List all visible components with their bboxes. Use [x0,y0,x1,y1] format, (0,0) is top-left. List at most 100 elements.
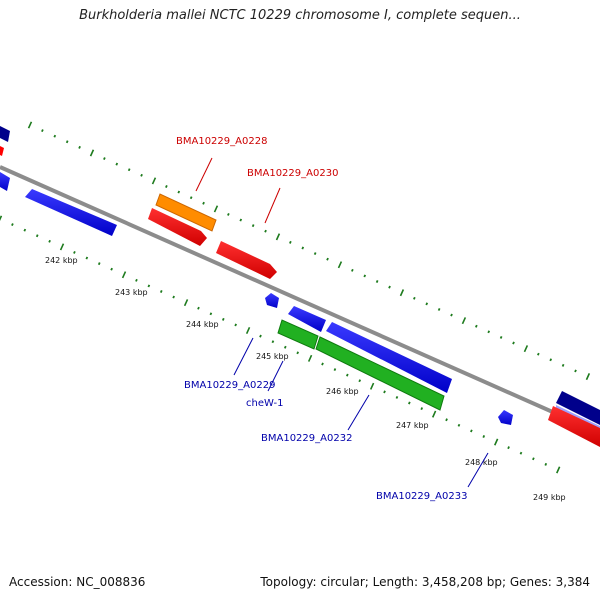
forward-cds-feature[interactable] [548,406,600,447]
reverse-cds-feature[interactable] [25,189,117,236]
tick-mark [65,140,69,144]
tick-mark [499,335,503,339]
tick-mark [159,290,163,293]
gene-feature[interactable] [277,319,319,350]
forward-cds-feature[interactable] [0,146,4,156]
genome-summary-text: Topology: circular; Length: 3,458,208 bp… [260,575,590,589]
reverse-cds-feature[interactable] [498,410,513,425]
tick-mark [59,243,65,251]
gene-label[interactable]: BMA10229_A0233 [376,491,467,502]
tick-mark [321,362,324,366]
tick-label: 242 kbp [45,256,78,265]
gene-label[interactable]: BMA10229_A0232 [261,433,352,444]
tick-mark [346,373,349,377]
tick-mark [275,233,281,241]
tick-mark [73,250,76,254]
rna-feature[interactable] [155,193,217,232]
reverse-cds-feature[interactable] [326,322,452,393]
tick-mark [544,462,548,466]
tick-mark [507,446,510,450]
reverse-cds-feature[interactable] [288,306,326,332]
tick-mark [337,261,343,269]
forward-cds-feature[interactable] [216,241,277,279]
tick-mark [470,429,473,433]
label-leader-line [195,157,213,192]
tick-mark [227,212,230,216]
tick-mark [35,234,39,238]
tick-mark [351,268,354,272]
tick-mark [457,423,461,427]
label-leader-line [467,452,489,488]
tick-label: 244 kbp [186,320,219,329]
forward-cds-feature[interactable] [148,208,207,246]
tick-mark [333,368,337,372]
tick-mark [259,334,262,338]
tick-mark [363,274,367,278]
tick-mark [202,201,205,205]
tick-mark [189,196,193,200]
gene-label[interactable]: BMA10229_A0229 [184,380,275,391]
tick-label: 247 kbp [396,421,429,430]
tick-mark [383,390,386,394]
tick-mark [431,410,437,418]
tick-mark [213,205,219,213]
tick-mark [183,299,189,307]
tick-mark [197,306,200,310]
tick-mark [27,121,33,129]
tick-mark [561,363,565,367]
tick-mark [296,351,300,355]
tick-mark [245,327,251,335]
reverse-cds-feature[interactable] [0,126,10,142]
gene-label[interactable]: BMA10229_A0228 [176,136,267,147]
tick-mark [461,317,467,325]
label-leader-line [267,360,284,392]
reverse-cds-feature[interactable] [0,172,10,191]
tick-mark [450,313,453,317]
gene-label[interactable]: cheW-1 [246,398,283,409]
tick-mark [475,324,478,328]
reverse-cds-feature[interactable] [556,391,600,425]
tick-mark [369,382,375,390]
gene-label[interactable]: BMA10229_A0230 [247,168,338,179]
tick-mark [487,330,491,334]
tick-mark [209,312,213,316]
tick-mark [413,296,416,300]
tick-mark [358,379,362,383]
tick-mark [234,323,237,327]
gene-feature[interactable] [315,336,445,411]
tick-mark [264,229,267,233]
tick-mark [301,246,305,250]
tick-mark [23,228,27,232]
tick-mark [172,295,175,299]
label-leader-line [347,394,370,431]
tick-label: 245 kbp [256,352,289,361]
reverse-cds-feature[interactable] [265,293,279,308]
tick-mark [494,438,499,446]
label-leader-line [233,337,254,376]
outer-tick-ring [27,121,591,381]
tick-mark [420,407,424,411]
tick-mark [165,185,168,188]
tick-mark [313,252,317,256]
tick-mark [512,341,515,345]
tick-mark [151,177,157,185]
tick-mark [388,285,391,289]
tick-mark [556,466,561,474]
tick-mark [326,257,329,261]
tick-mark [97,262,101,266]
tick-mark [121,271,127,279]
tick-mark [532,457,535,461]
map-title: Burkholderia mallei NCTC 10229 chromosom… [79,8,521,23]
tick-mark [103,157,106,161]
tick-mark [85,256,89,260]
tick-mark [375,280,379,283]
tick-mark [147,284,151,288]
tick-mark [537,352,540,356]
tick-label: 243 kbp [115,288,148,297]
tick-mark [271,340,275,344]
tick-mark [283,345,287,349]
tick-mark [445,418,448,422]
tick-mark [251,224,255,228]
tick-label: 249 kbp [533,493,566,502]
